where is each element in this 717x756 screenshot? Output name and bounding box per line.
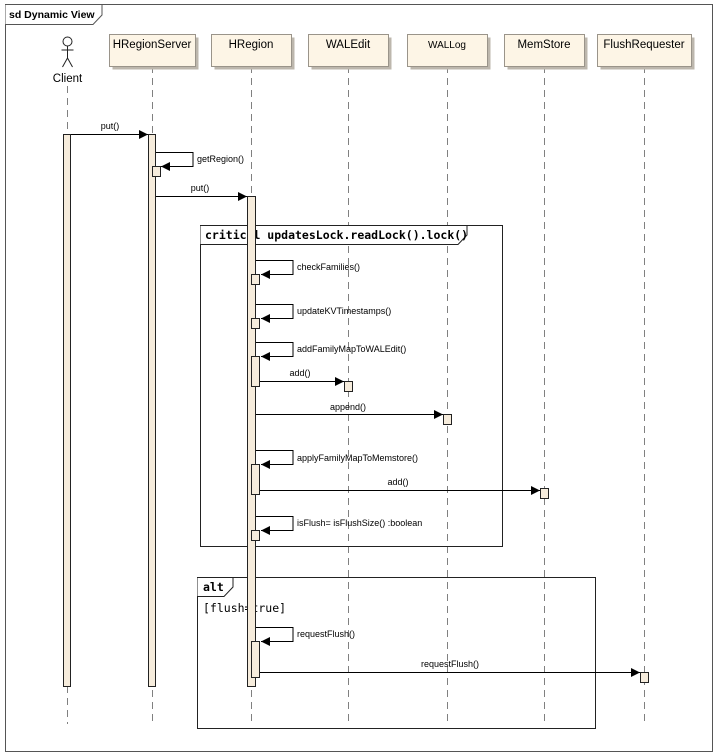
lifeline-head-waledit: WALEdit — [308, 34, 392, 70]
activation-hregion-requestflush — [251, 641, 260, 678]
message-waledit-add: add() — [260, 368, 344, 386]
message-arrow-get-region — [156, 152, 194, 171]
activation-hregion — [247, 196, 256, 687]
activation-flushrequester — [640, 672, 649, 683]
message-label-request-flush-self: requestFlush() — [297, 629, 355, 639]
message-arrow-is-flush — [256, 516, 294, 535]
activation-wallog — [443, 414, 452, 425]
message-request-flush: requestFlush() — [260, 659, 640, 677]
message-label-is-flush: isFlush= isFlushSize() :boolean — [297, 518, 422, 528]
message-memstore-add: add() — [260, 477, 540, 495]
lifeline-label-flushrequester: FlushRequester — [603, 39, 684, 51]
lifeline-label-wallog: WALLog — [428, 40, 466, 51]
actor-client-icon — [61, 36, 74, 68]
message-label-client-put: put() — [101, 121, 120, 131]
message-arrow-request-flush-self — [256, 627, 294, 646]
lifeline-label-hregionserver: HRegionServer — [113, 39, 192, 51]
lifeline-head-hregion: HRegion — [211, 34, 295, 70]
lifeline-head-flushrequester: FlushRequester — [597, 34, 695, 70]
frame-title: sd Dynamic View — [9, 9, 95, 21]
message-server-put: put() — [156, 183, 247, 201]
fragment-alt-guard: [flush=true] — [203, 601, 286, 615]
message-request-flush-self: requestFlush() — [256, 627, 355, 646]
message-label-memstore-add: add() — [387, 477, 408, 487]
message-label-get-region: getRegion() — [197, 154, 244, 164]
message-add-family-map-to-waledit: addFamilyMapToWALEdit() — [256, 342, 406, 361]
message-get-region: getRegion() — [156, 152, 244, 171]
lifeline-head-memstore: MemStore — [504, 34, 588, 70]
message-check-families: checkFamilies() — [256, 260, 360, 279]
message-client-put: put() — [71, 121, 148, 139]
fragment-critical-label: critical updatesLock.readLock().lock() — [205, 228, 468, 242]
lifeline-head-hregionserver: HRegionServer — [109, 34, 199, 70]
activation-client — [63, 134, 71, 687]
fragment-alt-label: alt — [203, 580, 224, 594]
activation-waledit — [344, 381, 353, 392]
activation-bars — [63, 134, 649, 687]
messages: put() getRegion() put() checkFamilies() upda… — [71, 121, 640, 677]
activation-hregion-addfamilymap — [251, 356, 260, 387]
activation-hregion-checkfamilies — [251, 274, 260, 285]
message-arrow-apply-family-map-to-memstore — [256, 450, 294, 469]
message-arrow-add-family-map-to-waledit — [256, 342, 294, 361]
lifeline-label-client: Client — [53, 73, 83, 85]
message-update-kv-timestamps: updateKVTimestamps() — [256, 304, 391, 323]
message-label-add-family-map-to-waledit: addFamilyMapToWALEdit() — [297, 344, 406, 354]
message-label-wallog-append: append() — [330, 402, 366, 412]
message-wallog-append: append() — [256, 402, 443, 419]
frame-title-tab — [5, 4, 103, 25]
lifeline-label-hregion: HRegion — [229, 39, 274, 51]
diagram-frame — [5, 4, 713, 752]
message-arrow-check-families — [256, 260, 294, 279]
fragment-critical: critical updatesLock.readLock().lock() — [200, 225, 503, 547]
message-label-server-put: put() — [191, 183, 210, 193]
fragment-alt: alt [flush=true] — [197, 577, 596, 729]
message-label-waledit-add: add() — [289, 368, 310, 378]
activation-hregionserver-getregion — [152, 166, 161, 177]
message-label-update-kv-timestamps: updateKVTimestamps() — [297, 306, 391, 316]
lifeline-heads: Client HRegionServer HRegion WALEdit WALLog M… — [53, 34, 695, 85]
message-is-flush: isFlush= isFlushSize() :boolean — [256, 516, 422, 535]
message-label-check-families: checkFamilies() — [297, 262, 360, 272]
activation-hregion-applyfamilymap — [251, 464, 260, 495]
lifeline-label-waledit: WALEdit — [326, 39, 371, 51]
activation-hregion-updatekv — [251, 318, 260, 329]
message-apply-family-map-to-memstore: applyFamilyMapToMemstore() — [256, 450, 418, 469]
lifeline-label-memstore: MemStore — [517, 39, 570, 51]
message-label-apply-family-map-to-memstore: applyFamilyMapToMemstore() — [297, 453, 418, 463]
lifeline-head-wallog: WALLog — [407, 34, 491, 70]
activation-hregionserver — [148, 134, 156, 687]
activation-memstore — [540, 488, 549, 499]
message-label-request-flush: requestFlush() — [421, 659, 479, 669]
activation-hregion-isflush — [251, 530, 260, 541]
message-arrow-update-kv-timestamps — [256, 304, 294, 323]
